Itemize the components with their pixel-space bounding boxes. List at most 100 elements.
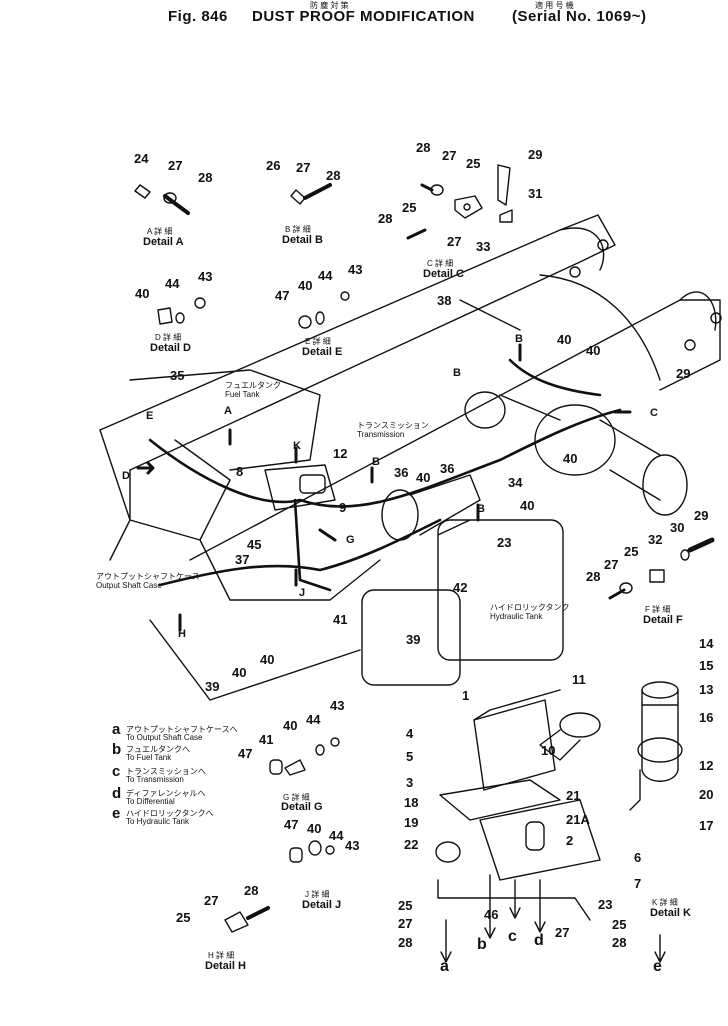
part-number: 25 xyxy=(176,910,191,925)
part-number: 4 xyxy=(406,726,414,741)
detail-g-label: Detail G xyxy=(281,801,323,813)
detail-j-jp: J 詳 細 xyxy=(305,890,330,899)
part-number: 18 xyxy=(404,795,419,810)
view-letter-e: E xyxy=(146,410,154,422)
detail-h-label: Detail H xyxy=(205,960,246,972)
part-number: 27 xyxy=(296,160,311,175)
frame-rail-upper xyxy=(99,214,616,471)
detail-f-label: Detail F xyxy=(643,614,683,626)
part-number: 24 xyxy=(134,151,149,166)
part-number: 14 xyxy=(699,636,714,651)
part-number: 25 xyxy=(398,898,413,913)
view-letter-c: C xyxy=(650,407,658,419)
part-number: 23 xyxy=(598,897,613,912)
detail-j-label: Detail J xyxy=(302,899,342,911)
detail-a-label: Detail A xyxy=(143,236,184,248)
part-number: 22 xyxy=(404,837,419,852)
route-letter-c: c xyxy=(508,928,517,945)
part-number: 37 xyxy=(235,552,250,567)
frame-rail-end xyxy=(109,469,131,561)
detail-d-jp: D 詳 細 xyxy=(155,333,182,342)
part-number: 28 xyxy=(244,883,259,898)
part-number: 40 xyxy=(416,470,431,485)
part-number: 39 xyxy=(406,632,421,647)
part-number: 40 xyxy=(298,278,313,293)
part-number: 40 xyxy=(563,451,578,466)
part-number: 40 xyxy=(283,718,298,733)
part-number: 41 xyxy=(259,732,274,747)
part-number: 25 xyxy=(466,156,481,171)
frame-rail-lower xyxy=(189,299,721,561)
view-letter-b: B xyxy=(477,503,485,515)
part-number: 2 xyxy=(566,833,574,848)
part-number: 43 xyxy=(348,262,363,277)
part-number: 7 xyxy=(634,876,642,891)
part-number: 25 xyxy=(402,200,417,215)
part-number: 40 xyxy=(135,286,150,301)
view-letter-b: B xyxy=(515,333,523,345)
part-number: 46 xyxy=(484,907,499,922)
part-number: 40 xyxy=(260,652,275,667)
figure-title: DUST PROOF MODIFICATION xyxy=(252,8,475,25)
view-letter-k: K xyxy=(293,440,301,452)
part-number: 21 xyxy=(566,788,581,803)
part-number: 34 xyxy=(508,475,523,490)
part-number: 8 xyxy=(236,464,244,479)
detail-c-jp: C 詳 細 xyxy=(427,259,454,268)
part-number: 36 xyxy=(394,465,409,480)
detail-e-jp: E 詳 細 xyxy=(305,337,331,346)
figure-number: Fig. 846 xyxy=(168,8,228,25)
title-japanese: 防 塵 対 策 xyxy=(310,1,349,10)
part-number: 3 xyxy=(406,775,414,790)
part-number: 28 xyxy=(586,569,601,584)
part-number: 27 xyxy=(447,234,462,249)
part-number: 44 xyxy=(329,828,344,843)
part-number: 47 xyxy=(275,288,290,303)
part-number: 30 xyxy=(670,520,685,535)
part-number: 31 xyxy=(528,186,543,201)
detail-e-label: Detail E xyxy=(302,346,343,358)
view-letter-a: A xyxy=(224,405,232,417)
part-number: 21A xyxy=(566,812,590,827)
part-number: 28 xyxy=(326,168,341,183)
part-number: 43 xyxy=(330,698,345,713)
part-number: 29 xyxy=(676,366,691,381)
part-number: 28 xyxy=(198,170,213,185)
part-number: 25 xyxy=(624,544,639,559)
detail-c-label: Detail C xyxy=(423,268,464,280)
detail-h-jp: H 詳 細 xyxy=(208,951,235,960)
part-number: 27 xyxy=(442,148,457,163)
detail-b-jp: B 詳 細 xyxy=(285,225,311,234)
part-number: 43 xyxy=(345,838,360,853)
part-number: 1 xyxy=(462,688,470,703)
detail-g-jp: G 詳 細 xyxy=(283,793,310,802)
part-number: 40 xyxy=(557,332,572,347)
route-letter-d: d xyxy=(534,932,544,949)
part-number: 44 xyxy=(165,276,180,291)
part-number: 13 xyxy=(699,682,714,697)
part-number: 29 xyxy=(528,147,543,162)
part-number: 42 xyxy=(453,580,468,595)
part-number: 9 xyxy=(339,500,347,515)
part-number: 40 xyxy=(307,821,322,836)
view-letter-b: B xyxy=(453,367,461,379)
part-number: 33 xyxy=(476,239,491,254)
route-letter-e: e xyxy=(653,958,662,975)
part-number: 45 xyxy=(247,537,262,552)
part-number: 28 xyxy=(416,140,431,155)
part-number: 36 xyxy=(440,461,455,476)
part-number: 44 xyxy=(318,268,333,283)
part-number: 40 xyxy=(586,343,601,358)
serial-range: (Serial No. 1069~) xyxy=(512,8,647,25)
part-number: 20 xyxy=(699,787,714,802)
part-number: 47 xyxy=(284,817,299,832)
view-letter-j: J xyxy=(299,587,306,599)
part-number: 47 xyxy=(238,746,253,761)
part-number: 26 xyxy=(266,158,281,173)
part-number: 35 xyxy=(170,368,185,383)
